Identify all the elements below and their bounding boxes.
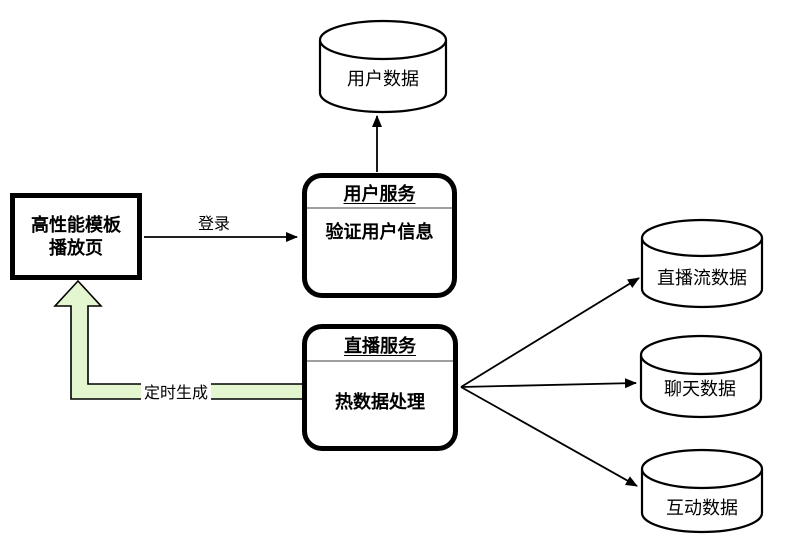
live-service-to-chat-data-arrow	[460, 378, 637, 389]
live-service-to-stream-data-arrow	[460, 277, 640, 388]
live-service-divider	[307, 360, 453, 362]
user-data-cylinder	[318, 19, 448, 114]
live-service-to-interaction-data-arrow	[460, 386, 638, 487]
interaction-data-label: 互动数据	[666, 498, 738, 518]
stream-data-cylinder	[640, 218, 764, 309]
live-service-body: 热数据处理	[335, 392, 425, 412]
interaction-data-cylinder	[640, 448, 764, 534]
stream-data-label: 直播流数据	[657, 268, 747, 288]
user-data-label: 用户数据	[347, 69, 419, 89]
node-user-service: 用户服务 验证用户信息	[302, 173, 457, 298]
chat-data-cylinder	[639, 334, 763, 419]
user-service-title: 用户服务	[343, 183, 416, 204]
login-edge-label: 登录	[197, 216, 231, 233]
live-service-title: 直播服务	[344, 335, 416, 356]
node-live-service: 直播服务 热数据处理	[302, 324, 458, 451]
playback-page-label-line1: 高性能模板	[31, 214, 121, 235]
playback-page-label-line2: 播放页	[49, 237, 103, 258]
node-playback-page: 高性能模板 播放页	[10, 193, 142, 280]
scheduled-generation-edge-label: 定时生成	[140, 379, 212, 403]
chat-data-label: 聊天数据	[664, 379, 736, 399]
user-service-divider	[307, 207, 452, 209]
user-service-body: 验证用户信息	[325, 222, 434, 242]
